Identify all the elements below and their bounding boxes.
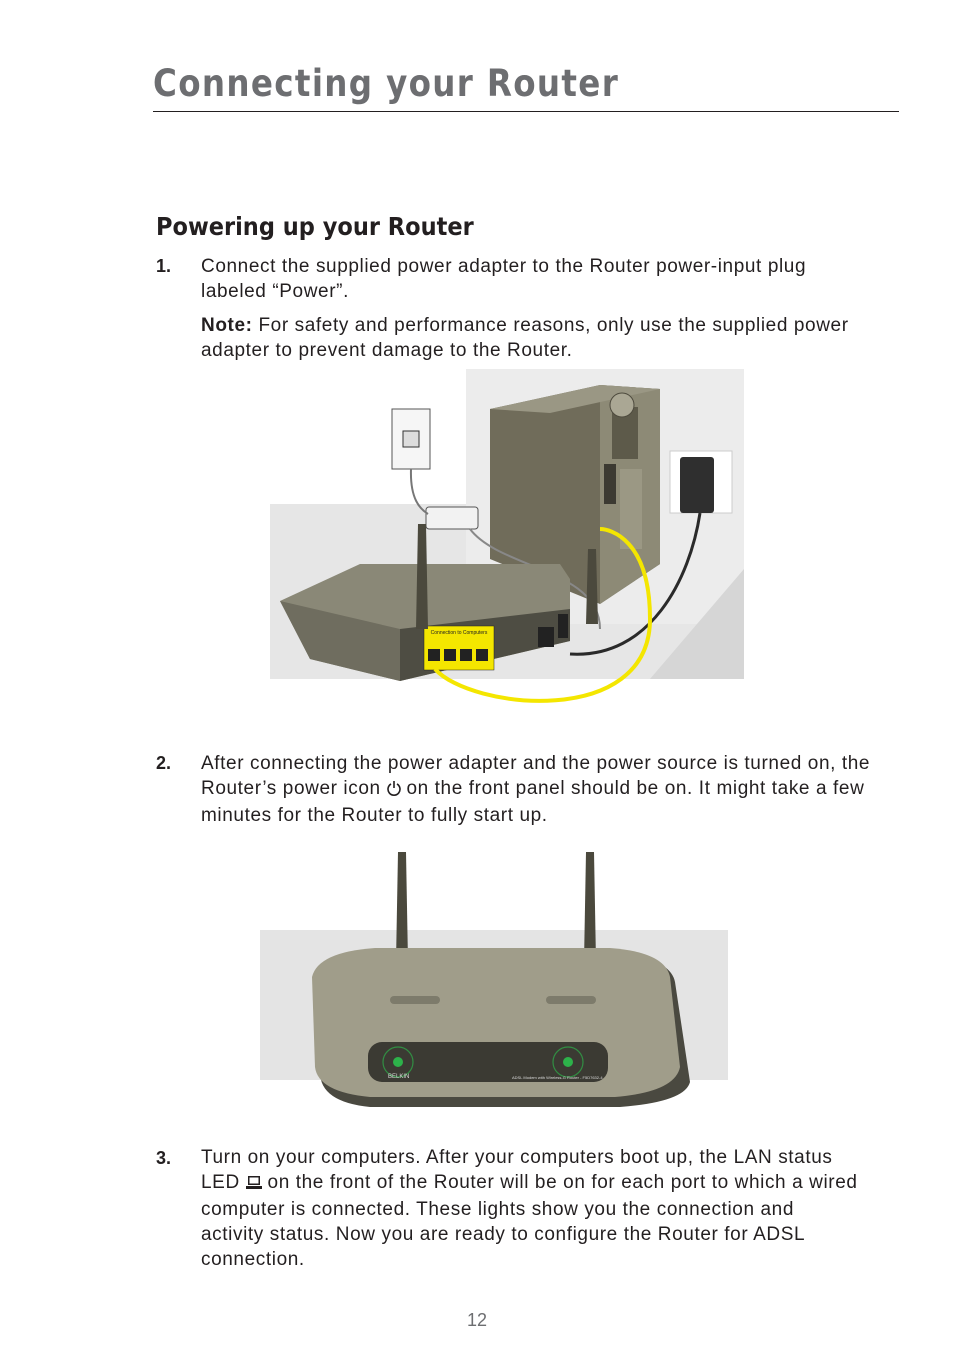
step-2-text: After connecting the power adapter and t… xyxy=(201,751,871,828)
step-2-number: 2. xyxy=(156,753,172,773)
ethernet-cable xyxy=(433,527,653,703)
section-title: Powering up your Router xyxy=(156,212,474,241)
page-number: 12 xyxy=(466,1310,488,1330)
internet-led xyxy=(563,1057,573,1067)
power-led xyxy=(393,1057,403,1067)
adsl-filter xyxy=(425,506,479,530)
power-adapter xyxy=(680,457,714,513)
antenna-right xyxy=(586,549,598,624)
power-icon xyxy=(386,778,401,803)
power-cable xyxy=(569,512,702,656)
brand-label: BELKIN xyxy=(388,1074,409,1080)
step-2-text-start: After connecting the power adapter and t… xyxy=(201,753,871,799)
step-3-text-start: Turn on your computers. After your compu… xyxy=(201,1147,833,1193)
step-3-text-end: on the front of the Router will be on fo… xyxy=(201,1172,858,1270)
step-3-text: Turn on your computers. After your compu… xyxy=(201,1145,861,1272)
computer-icon xyxy=(245,1172,262,1197)
note-paragraph: Note: For safety and performance reasons… xyxy=(201,313,871,363)
note-label: Note: xyxy=(201,315,253,336)
router-front-illustration: BELKIN ADSL Modem with Wireless-G Router… xyxy=(260,852,728,1107)
header-divider xyxy=(153,111,899,112)
step-2-text-end: on the front panel should be on. It migh… xyxy=(201,778,865,826)
antenna-left xyxy=(396,852,408,962)
antenna-right xyxy=(584,852,596,962)
model-label: ADSL Modem with Wireless-G Router - F5D7… xyxy=(512,1075,603,1080)
step-3-number: 3. xyxy=(156,1148,172,1168)
note-text: For safety and performance reasons, only… xyxy=(201,315,849,361)
router-front: BELKIN ADSL Modem with Wireless-G Router… xyxy=(312,948,690,1107)
computer-tower xyxy=(490,385,660,604)
front-led-panel xyxy=(368,1042,608,1082)
lan-ports-panel xyxy=(423,625,495,671)
phone-wall-jack xyxy=(391,408,431,470)
port-label: Connection to Computers xyxy=(431,630,488,636)
antenna-left xyxy=(416,524,428,629)
step-1-text: Connect the supplied power adapter to th… xyxy=(201,256,807,302)
router-rear: Connection to Computers xyxy=(280,564,570,681)
router-rear-connection-illustration: Connection to Computers xyxy=(270,369,744,703)
step-1-number: 1. xyxy=(156,256,172,276)
page-title: Connecting your Router xyxy=(153,62,620,105)
